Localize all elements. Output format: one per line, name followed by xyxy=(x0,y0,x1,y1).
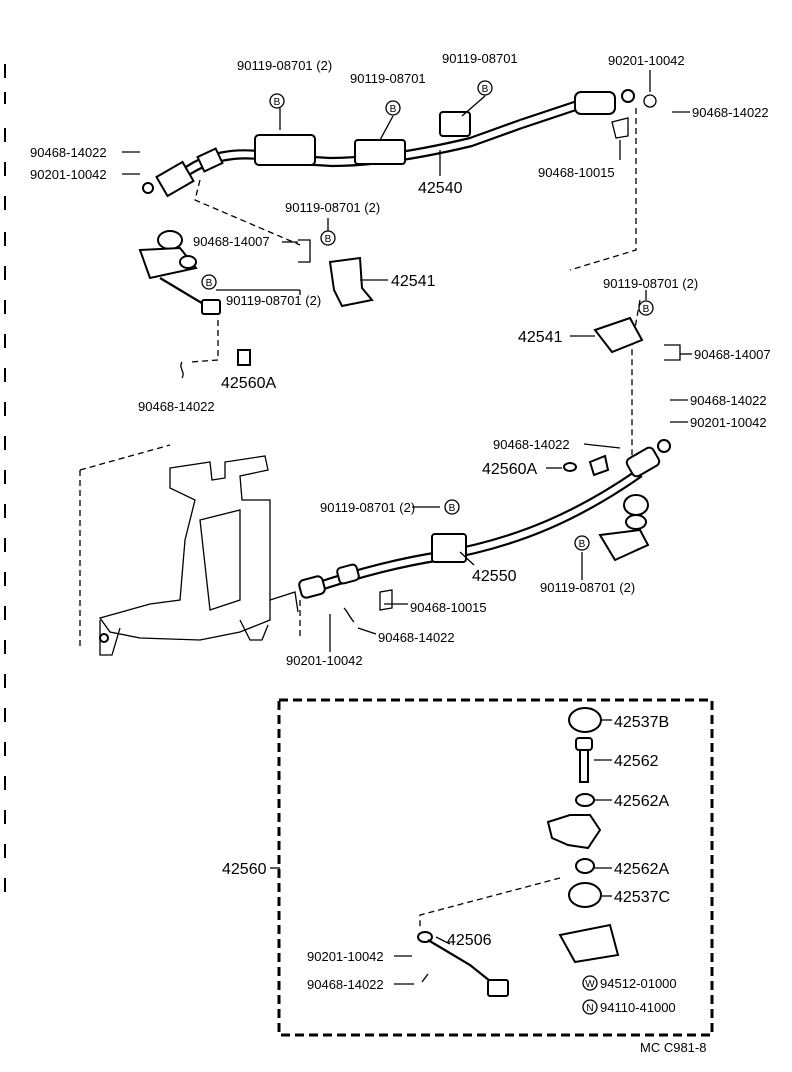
label-90468-14022-lower: 90468-14022 xyxy=(378,630,455,645)
detail-parts-drawing xyxy=(417,707,620,997)
svg-text:B: B xyxy=(449,503,456,514)
badge-b-1: B xyxy=(269,93,285,109)
floor-frame-drawing xyxy=(98,455,299,656)
label-90468-14007-right: 90468-14007 xyxy=(694,347,771,362)
badge-w: W xyxy=(582,975,598,991)
svg-text:B: B xyxy=(390,104,397,115)
badge-c-washer xyxy=(643,94,657,108)
badge-b-8: B xyxy=(574,535,590,551)
label-94110-41000: 94110-41000 xyxy=(600,1000,676,1015)
label-90119-08701-2-center: 90119-08701 (2) xyxy=(285,200,380,215)
lever-assembly-drawing xyxy=(138,230,251,379)
label-90468-14022-top-left: 90468-14022 xyxy=(30,145,107,160)
label-42550: 42550 xyxy=(472,568,517,585)
svg-text:B: B xyxy=(206,278,213,289)
badge-b-4: B xyxy=(320,230,336,246)
label-42562a-lower: 42562A xyxy=(614,861,669,878)
svg-text:B: B xyxy=(325,234,332,245)
label-90201-10042-lower: 90201-10042 xyxy=(286,653,363,668)
label-42541-left: 42541 xyxy=(391,273,436,290)
badge-b-5: B xyxy=(201,274,217,290)
label-90119-08701-2-lower: 90119-08701 (2) xyxy=(320,500,415,515)
detail-frame-42560 xyxy=(277,698,714,1037)
svg-text:B: B xyxy=(274,97,281,108)
badge-n: N xyxy=(582,999,598,1015)
badge-b-3: B xyxy=(477,80,493,96)
label-42506: 42506 xyxy=(447,932,492,949)
badge-b-6: B xyxy=(638,300,654,316)
label-90119-08701-2-top: 90119-08701 (2) xyxy=(237,58,332,73)
cable-42550-drawing xyxy=(298,439,671,623)
label-94512-01000: 94512-01000 xyxy=(600,976,677,991)
label-42540: 42540 xyxy=(418,180,463,197)
label-90468-14022-center: 90468-14022 xyxy=(493,437,570,452)
label-42537c: 42537C xyxy=(614,889,670,906)
badge-b-7: B xyxy=(444,499,460,515)
label-90119-08701-2-lower-right: 90119-08701 (2) xyxy=(540,580,635,595)
svg-text:N: N xyxy=(586,1003,593,1014)
label-42560: 42560 xyxy=(222,861,267,878)
label-90201-10042-right: 90201-10042 xyxy=(690,415,767,430)
label-90119-08701-right: 90119-08701 xyxy=(442,51,518,66)
label-90119-08701-mid: 90119-08701 xyxy=(350,71,426,86)
label-90468-14022-top-right: 90468-14022 xyxy=(692,105,769,120)
svg-text:W: W xyxy=(585,979,595,990)
label-42560a-right: 42560A xyxy=(482,461,537,478)
label-90468-14022-right: 90468-14022 xyxy=(690,393,767,408)
label-90201-10042-top: 90201-10042 xyxy=(608,53,685,68)
label-42537b: 42537B xyxy=(614,714,669,731)
diagram-code: MC C981-8 xyxy=(640,1040,706,1055)
label-90201-10042-detail: 90201-10042 xyxy=(307,949,384,964)
svg-text:B: B xyxy=(482,84,489,95)
label-90119-08701-2-lever: 90119-08701 (2) xyxy=(226,293,321,308)
bracket-42541-right-drawing xyxy=(593,316,681,361)
leader-lines xyxy=(122,70,692,985)
label-90201-10042-top-left: 90201-10042 xyxy=(30,167,107,182)
svg-text:B: B xyxy=(579,539,586,550)
label-90468-10015-top: 90468-10015 xyxy=(538,165,615,180)
label-90468-10015-lower: 90468-10015 xyxy=(410,600,487,615)
bracket-42541-upper-drawing xyxy=(298,239,374,308)
label-42562: 42562 xyxy=(614,753,659,770)
label-42562a-upper: 42562A xyxy=(614,793,669,810)
label-42541-right: 42541 xyxy=(518,329,563,346)
svg-text:B: B xyxy=(643,304,650,315)
label-90468-14022-lever: 90468-14022 xyxy=(138,399,215,414)
label-42560a-left: 42560A xyxy=(221,375,276,392)
label-90468-14022-detail: 90468-14022 xyxy=(307,977,384,992)
label-90468-14007-left: 90468-14007 xyxy=(193,234,270,249)
label-90119-08701-2-right-top: 90119-08701 (2) xyxy=(603,276,698,291)
badge-b-2: B xyxy=(385,100,401,116)
